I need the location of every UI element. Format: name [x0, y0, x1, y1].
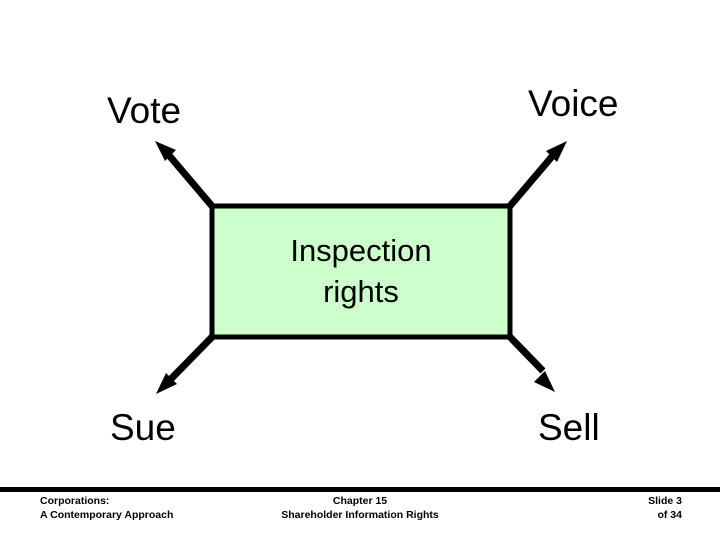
arrow-down-left-icon — [156, 334, 215, 394]
footer-right-line-2: of 34 — [657, 509, 682, 522]
arrow-up-left-icon — [155, 141, 215, 209]
arrow-up-right-icon — [507, 141, 567, 209]
label-sell: Sell — [538, 407, 600, 448]
footer-center-line-2: Shareholder Information Rights — [281, 509, 439, 522]
footer-left-line-2: A Contemporary Approach — [40, 509, 174, 522]
label-sue: Sue — [110, 407, 176, 448]
slide-footer: Corporations: A Contemporary Approach Ch… — [0, 494, 720, 534]
arrow-down-right-icon — [507, 334, 555, 392]
footer-center-text: Chapter 15 Shareholder Information Right… — [0, 494, 720, 523]
footer-right-text: Slide 3 of 34 — [648, 494, 682, 523]
footer-center-line-1: Chapter 15 — [332, 495, 388, 507]
inspection-rights-box-shape — [209, 203, 513, 340]
footer-left-text: Corporations: A Contemporary Approach — [40, 494, 173, 523]
label-voice: Voice — [528, 83, 619, 124]
footer-right-line-1: Slide 3 — [648, 495, 682, 507]
footer-left-line-1: Corporations: — [40, 495, 110, 507]
footer-divider — [0, 487, 720, 492]
label-vote: Vote — [107, 90, 182, 131]
